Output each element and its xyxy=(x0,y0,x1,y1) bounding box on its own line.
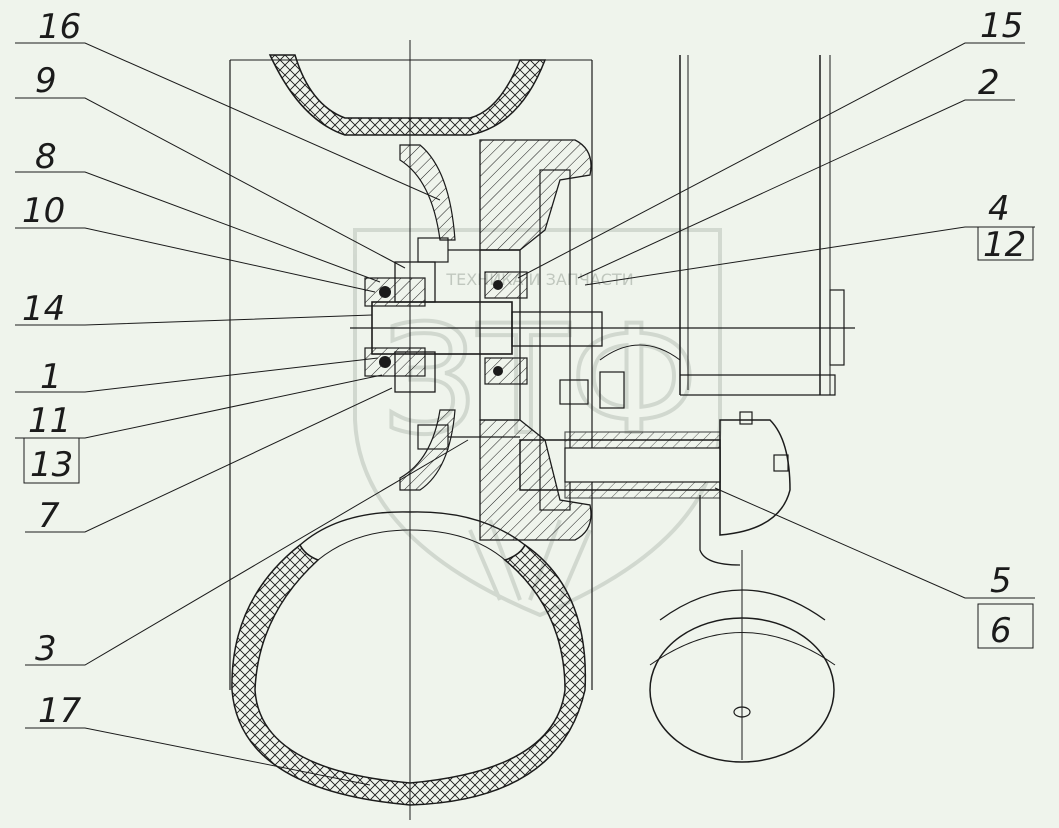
axle-spindle xyxy=(350,301,855,355)
callout-16: 16 xyxy=(38,7,81,47)
leader-10 xyxy=(15,227,376,293)
callout-17: 17 xyxy=(38,691,82,731)
callout-box-12 xyxy=(977,226,1034,261)
callout-box-6 xyxy=(977,603,1034,649)
callout-7: 7 xyxy=(38,496,60,536)
leader-1 xyxy=(15,357,379,393)
brake-drum xyxy=(539,169,625,511)
callout-4: 4 xyxy=(988,189,1010,229)
brake-chamber xyxy=(649,550,836,763)
leader-17 xyxy=(25,727,371,786)
callout-14: 14 xyxy=(22,289,65,329)
slack-adjuster xyxy=(699,411,791,566)
leader-16 xyxy=(15,42,441,201)
wheel-bolt-lower xyxy=(417,424,520,450)
callout-13: 13 xyxy=(30,445,73,485)
wheel-bolt-upper xyxy=(417,237,520,263)
callout-5: 5 xyxy=(990,561,1012,601)
callout-labels: 16 9 8 10 14 1 11 13 7 3 17 15 2 4 12 5 … xyxy=(22,6,1026,731)
callout-10: 10 xyxy=(22,191,65,231)
callout-6: 6 xyxy=(990,611,1012,651)
lower-tire-profile xyxy=(231,543,587,806)
leader-2 xyxy=(577,99,1015,279)
leader-7 xyxy=(25,387,393,533)
leader-5 xyxy=(714,487,1035,599)
brake-camshaft xyxy=(519,431,721,499)
leader-8 xyxy=(15,171,381,283)
leader-3 xyxy=(25,439,469,666)
leader-15 xyxy=(517,42,1025,279)
leader-9 xyxy=(15,97,406,269)
leader-4 xyxy=(584,226,1035,286)
callout-15: 15 xyxy=(980,6,1023,46)
callout-box-13 xyxy=(23,437,80,484)
axle-beam xyxy=(599,55,845,396)
wheel-rim xyxy=(399,40,456,820)
callout-9: 9 xyxy=(35,61,57,101)
bearing-outer xyxy=(484,271,528,385)
callout-11: 11 xyxy=(28,401,71,441)
callout-12: 12 xyxy=(983,225,1026,265)
callout-1: 1 xyxy=(40,357,62,397)
leader-14 xyxy=(15,314,373,326)
upper-tire-profile xyxy=(268,54,547,136)
callout-8: 8 xyxy=(35,137,57,177)
callout-3: 3 xyxy=(35,629,57,669)
callout-2: 2 xyxy=(978,63,1000,103)
callout-boxes xyxy=(23,226,1034,649)
